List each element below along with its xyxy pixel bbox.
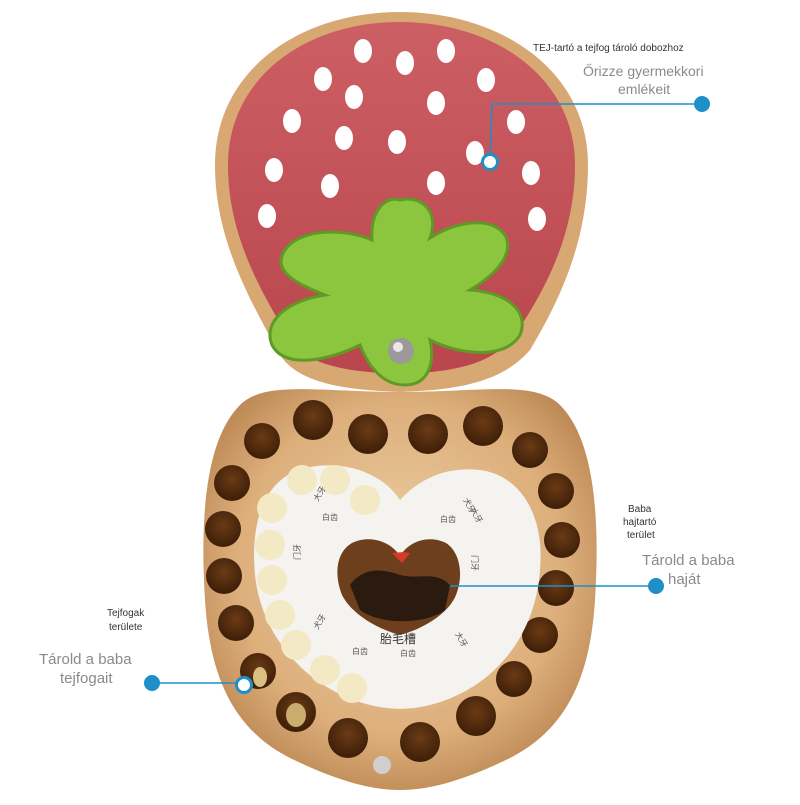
hair-subtitle-line-2: haját [668, 571, 701, 588]
box-body [203, 389, 597, 790]
hair-caption-line-1: Baba [628, 504, 652, 515]
tooth-slots [255, 465, 380, 703]
teeth-subtitle-line-1: Tárold a baba [39, 651, 132, 668]
hair-subtitle-line-1: Tárold a baba [642, 552, 735, 569]
tooth-label: 门牙 [470, 555, 480, 571]
teeth-caption-line-1: Tejfogak [107, 608, 145, 619]
strawberry-seeds [258, 39, 546, 231]
box-magnet [373, 756, 391, 774]
lid-subtitle-line-2: emlékeit [618, 81, 671, 97]
wood-tooth-holes [205, 400, 580, 762]
tooth-label: 白齿 [352, 646, 368, 656]
tooth-label: 白齿 [322, 512, 338, 522]
callout-marker-top [694, 96, 710, 112]
hair-caption-line-3: terület [627, 530, 655, 541]
teeth-subtitle-line-2: tejfogait [60, 670, 113, 687]
tooth [286, 703, 306, 727]
lid [215, 12, 588, 392]
callout-marker-teeth-box [235, 676, 253, 694]
callout-lines [152, 103, 702, 684]
callout-marker-hair [648, 578, 664, 594]
callout-marker-teeth [144, 675, 160, 691]
tooth-label: 白齿 [440, 514, 456, 524]
felt-leaf [268, 197, 524, 387]
hair-slot-label: 胎毛槽 [380, 632, 416, 646]
tooth-label: 白齿 [400, 648, 416, 658]
teeth-caption-line-2: területe [109, 622, 143, 633]
callout-marker-lid [481, 153, 499, 171]
lid-subtitle-line-1: Őrizze gyermekkori [583, 63, 704, 79]
lid-caption: TEJ-tartó a tejfog tároló dobozhoz [533, 43, 684, 54]
tooth-label: 门牙 [292, 544, 302, 560]
tooth [253, 667, 267, 687]
hair-caption-line-2: hajtartó [623, 517, 657, 528]
